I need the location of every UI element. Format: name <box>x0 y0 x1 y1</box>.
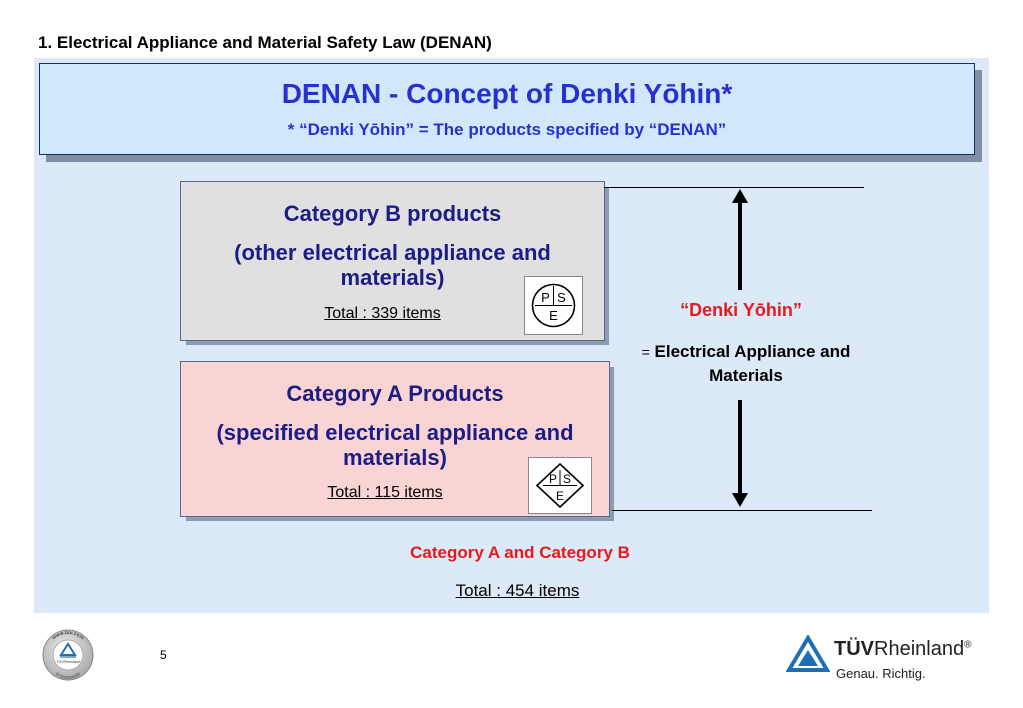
pse-mark-letter: E <box>549 308 558 323</box>
arrow-up-icon <box>732 189 748 203</box>
brand-bold: TÜV <box>834 638 874 660</box>
arrow-up-shaft <box>738 201 742 290</box>
banner-subtitle: * “Denki Yōhin” = The products specified… <box>287 120 727 139</box>
category-b-heading: Category B products <box>283 201 502 226</box>
pse-mark-letter: E <box>556 489 564 503</box>
summary-label: Category A and Category B <box>410 543 630 562</box>
summary-total: Total : 454 items <box>455 581 580 600</box>
bottom-bracket-line <box>612 510 872 511</box>
seal-url-text: www.tuv.com <box>50 630 85 642</box>
equals-sign: = <box>641 344 650 360</box>
pse-mark-letter: P <box>549 472 557 486</box>
tuv-seal-logo: TÜVRheinland www.tuv.com ID 0000000000 <box>37 628 99 687</box>
seal-id-text: ID 0000000000 <box>55 671 82 680</box>
slide-title: 1. Electrical Appliance and Material Saf… <box>38 33 492 52</box>
category-a-subheading: (specified electrical appliance and mate… <box>216 420 574 470</box>
denki-yohin-definition: = Electrical Appliance and Materials <box>628 340 864 388</box>
seal-brand-text: TÜVRheinland <box>56 660 79 664</box>
banner-title: DENAN - Concept of Denki Yōhin* <box>281 78 733 109</box>
category-b-subheading: (other electrical appliance and material… <box>234 240 551 290</box>
arrow-down-shaft <box>738 400 742 494</box>
registered-mark: ® <box>964 639 972 651</box>
tuv-triangle-icon <box>786 635 830 672</box>
svg-text:ID 0000000000: ID 0000000000 <box>55 671 82 680</box>
definition-meaning: Electrical Appliance and Materials <box>654 342 851 385</box>
arrow-down-icon <box>732 493 748 507</box>
pse-diamond-mark-icon: P S E <box>528 457 592 514</box>
pse-mark-letter: S <box>563 472 571 486</box>
page-number: 5 <box>160 648 167 662</box>
category-a-heading: Category A Products <box>286 381 504 406</box>
pse-mark-letter: P <box>541 290 550 305</box>
denki-yohin-term: “Denki Yōhin” <box>680 300 802 320</box>
category-b-total: Total : 339 items <box>324 305 441 322</box>
pse-round-mark-icon: P S E <box>524 276 583 335</box>
category-a-total: Total : 115 items <box>327 484 443 501</box>
svg-text:www.tuv.com: www.tuv.com <box>50 630 85 642</box>
top-bracket-line <box>604 187 864 188</box>
brand-name: TÜVRheinland® <box>834 638 971 661</box>
brand-regular: Rheinland <box>874 638 965 660</box>
concept-banner: DENAN - Concept of Denki Yōhin* * “Denki… <box>39 63 975 155</box>
tuv-rheinland-logo: TÜVRheinland® Genau. Richtig. <box>786 629 1006 685</box>
pse-mark-letter: S <box>557 290 566 305</box>
brand-tagline: Genau. Richtig. <box>836 666 926 681</box>
